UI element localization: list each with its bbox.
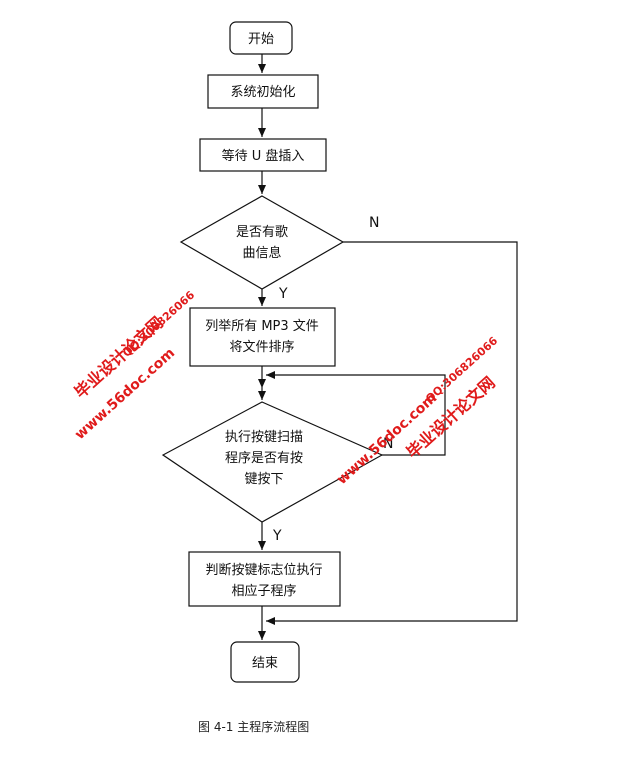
- edge-decision2-no-loop: [266, 371, 446, 456]
- process2-line1: 判断按键标志位执行: [205, 563, 322, 578]
- process1-node: 列举所有 MP3 文件 将文件排序: [189, 307, 336, 367]
- process2-node: 判断按键标志位执行 相应子程序: [188, 551, 341, 607]
- end-label: 结束: [252, 656, 278, 671]
- decision2-node: 执行按键扫描 程序是否有按 键按下: [161, 401, 384, 523]
- process1-line1: 列举所有 MP3 文件: [205, 319, 319, 334]
- wait-node: 等待 U 盘插入: [199, 138, 327, 172]
- decision2-line2: 程序是否有按: [225, 451, 303, 466]
- init-node: 系统初始化: [207, 74, 319, 109]
- edge-decision1-no-bypass: [266, 241, 518, 625]
- process1-line2: 将文件排序: [229, 340, 294, 355]
- watermark-right: www.56doc.com 毕业设计论文网 QQ:306826066: [334, 334, 500, 488]
- figure-caption: 图 4-1 主程序流程图: [198, 719, 309, 734]
- decision2-line3: 键按下: [244, 472, 283, 487]
- wait-label: 等待 U 盘插入: [222, 148, 305, 164]
- decision1-no-label: N: [369, 215, 379, 231]
- connectors: [258, 54, 518, 640]
- start-label: 开始: [248, 32, 274, 47]
- decision2-line1: 执行按键扫描: [225, 430, 303, 445]
- start-node: 开始: [229, 21, 293, 55]
- decision1-yes-label: Y: [278, 286, 288, 302]
- decision2-yes-label: Y: [272, 528, 282, 544]
- decision1-line1: 是否有歌: [236, 225, 288, 240]
- decision1-line2: 曲信息: [242, 245, 281, 261]
- decision1-node: 是否有歌 曲信息: [179, 195, 345, 290]
- watermark-qq-left: QQ:306826066: [120, 288, 197, 359]
- end-node: 结束: [230, 641, 300, 683]
- decision2-no-label: N: [383, 436, 393, 452]
- process2-line2: 相应子程序: [231, 583, 296, 599]
- init-label: 系统初始化: [230, 85, 295, 100]
